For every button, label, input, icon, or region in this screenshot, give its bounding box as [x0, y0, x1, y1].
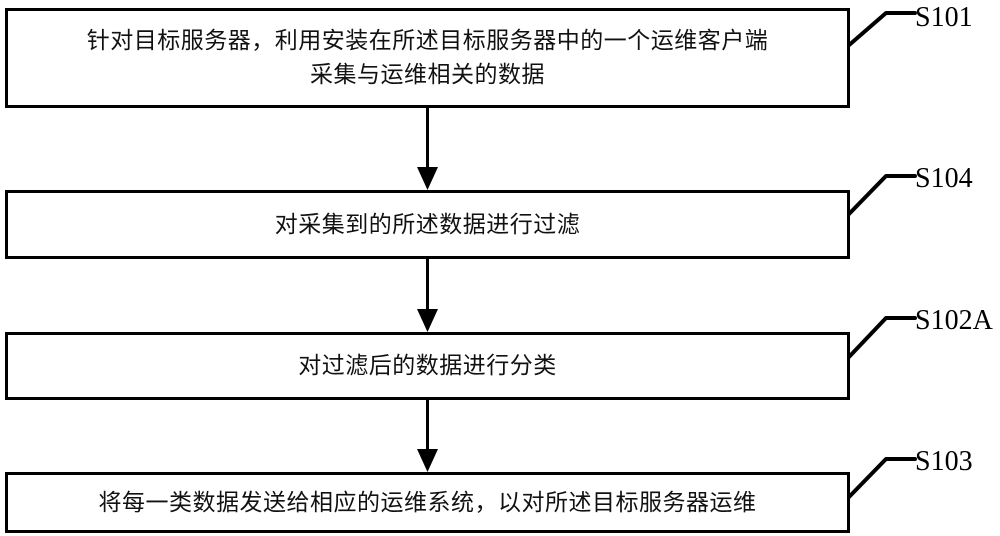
- process-box-s103: 将每一类数据发送给相应的运维系统，以对所述目标服务器运维: [5, 472, 850, 533]
- process-box-s104-text: 对采集到的所述数据进行过滤: [274, 211, 581, 238]
- process-box-s101-text: 针对目标服务器，利用安装在所述目标服务器中的一个运维客户端 采集与运维相关的数据: [86, 28, 769, 88]
- process-box-s102a-text: 对过滤后的数据进行分类: [298, 353, 557, 379]
- leader-line-s102a: [846, 316, 917, 360]
- leader-line-s103: [846, 457, 917, 500]
- arrow-s104-to-s102a: [417, 259, 438, 332]
- leader-line-s101: [846, 11, 917, 48]
- arrow-s101-to-s104: [417, 108, 438, 190]
- reference-label-s101: S101: [915, 2, 973, 33]
- reference-label-s103: S103: [915, 446, 973, 477]
- process-box-s102a: 对过滤后的数据进行分类: [5, 332, 850, 400]
- reference-label-s104: S104: [915, 163, 973, 194]
- arrow-s102a-to-s103: [417, 400, 438, 472]
- process-box-s104: 对采集到的所述数据进行过滤: [5, 190, 850, 259]
- process-box-s101: 针对目标服务器，利用安装在所述目标服务器中的一个运维客户端 采集与运维相关的数据: [5, 8, 850, 108]
- reference-label-s102a: S102A: [915, 305, 993, 336]
- process-box-s103-text: 将每一类数据发送给相应的运维系统，以对所述目标服务器运维: [98, 489, 757, 516]
- leader-line-s104: [846, 174, 917, 217]
